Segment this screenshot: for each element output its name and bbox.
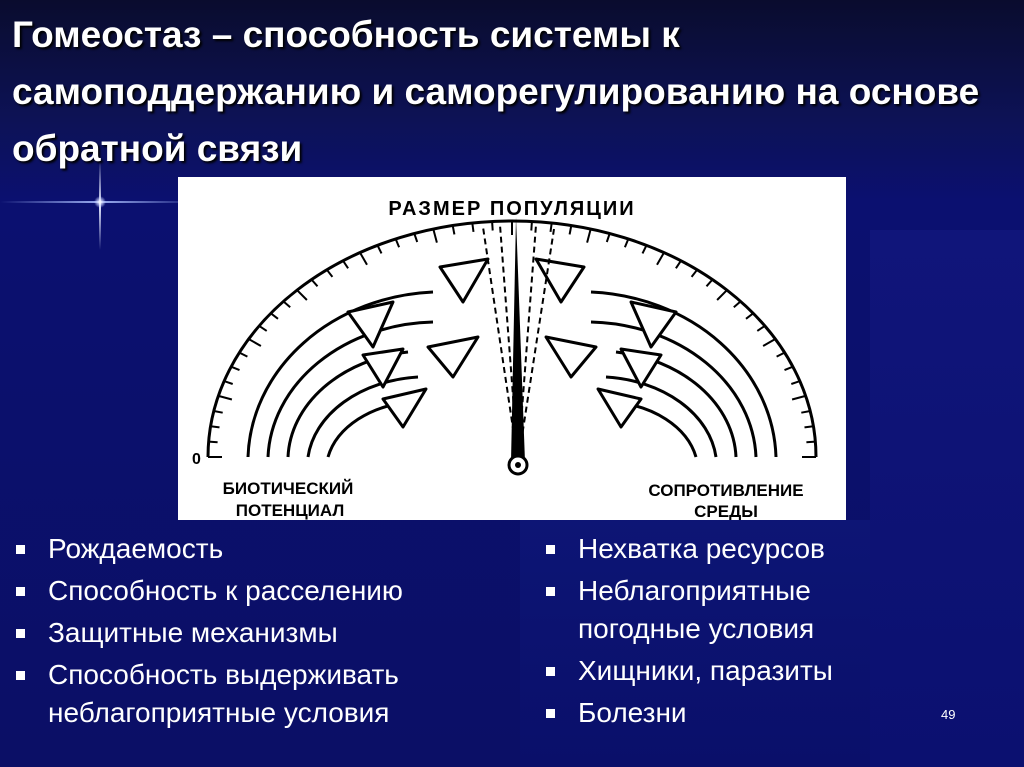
right-arrowhead-1: [536, 259, 584, 302]
list-item: Нехватка ресурсов: [540, 530, 880, 568]
scale-tick: [327, 270, 333, 277]
scale-tick: [707, 280, 713, 287]
environmental-resistance-list: Нехватка ресурсов Неблагоприятные погодн…: [540, 530, 880, 736]
bullet-icon: [546, 709, 555, 718]
scale-tick: [239, 353, 247, 357]
scale-tick: [297, 290, 307, 300]
right-label-line1: СОПРОТИВЛЕНИЕ: [648, 481, 803, 500]
diagram-svg: РАЗМЕР ПОПУЛЯЦИИ 0 БИОТИЧЕСКИЙ ПОТЕНЦИАЛ…: [178, 177, 846, 520]
right-arrowhead-5: [598, 389, 641, 427]
scale-tick: [717, 290, 727, 300]
list-item-text: Защитные механизмы: [48, 617, 338, 648]
scale-tick: [433, 229, 437, 243]
gauge-needle: [511, 217, 525, 462]
left-label-line2: ПОТЕНЦИАЛ: [236, 501, 345, 520]
scale-tick: [801, 411, 810, 413]
scale-tick: [211, 426, 220, 427]
right-arrowhead-4: [621, 349, 661, 387]
scale-tick: [492, 222, 493, 231]
list-item-text: Способность к расселению: [48, 575, 403, 606]
bullet-icon: [16, 587, 25, 596]
background-panel-right: [870, 230, 1024, 767]
scale-tick: [231, 367, 239, 370]
sparkle-icon: [94, 196, 106, 208]
scale-tick: [209, 442, 218, 443]
scale-tick: [414, 234, 417, 243]
list-item-text: Болезни: [578, 697, 687, 728]
list-item-text: Нехватка ресурсов: [578, 533, 825, 564]
scale-tick: [218, 396, 232, 400]
scale-tick: [692, 270, 698, 277]
list-item: Защитные механизмы: [10, 614, 510, 652]
left-arrowhead-3: [428, 337, 478, 377]
list-item-text: Рождаемость: [48, 533, 223, 564]
list-item: Хищники, паразиты: [540, 652, 880, 690]
scale-tick: [360, 253, 367, 265]
left-arrowhead-4: [363, 349, 403, 387]
scale-tick: [312, 280, 318, 287]
left-arrowhead-1: [440, 259, 488, 302]
scale-tick: [249, 339, 261, 346]
title-term: Гомеостаз: [12, 14, 201, 55]
environmental-resistance-arrows: [536, 259, 676, 427]
bullet-icon: [16, 629, 25, 638]
scale-tick: [378, 245, 382, 253]
bullet-icon: [546, 667, 555, 676]
scale-tick: [763, 339, 775, 346]
bullet-icon: [546, 545, 555, 554]
scale-tick: [214, 411, 223, 413]
scale-tick: [734, 301, 741, 307]
slide-title: Гомеостаз – способность системы к самопо…: [12, 6, 1012, 177]
scale-tick: [453, 226, 455, 235]
scale-tick: [570, 226, 572, 235]
scale-tick: [283, 301, 290, 307]
list-item: Рождаемость: [10, 530, 510, 568]
scale-tick: [625, 239, 628, 247]
scale-tick: [259, 326, 267, 331]
list-item-text: Способность выдерживать неблагоприятные …: [48, 659, 399, 728]
scale-tick: [396, 239, 399, 247]
scale-tick: [746, 313, 753, 319]
bullet-icon: [546, 587, 555, 596]
scale-tick: [607, 234, 610, 243]
list-item-text: Неблагоприятные погодные условия: [578, 575, 814, 644]
scale-tick: [806, 442, 815, 443]
biotic-factors-list: Рождаемость Способность к расселению Защ…: [10, 530, 510, 736]
left-arrowhead-5: [383, 389, 426, 427]
list-item: Неблагоприятные погодные условия: [540, 572, 880, 648]
homeostasis-diagram: РАЗМЕР ПОПУЛЯЦИИ 0 БИОТИЧЕСКИЙ ПОТЕНЦИАЛ…: [178, 177, 846, 520]
list-item: Способность выдерживать неблагоприятные …: [10, 656, 510, 732]
scale-tick: [777, 353, 785, 357]
list-item-text: Хищники, паразиты: [578, 655, 833, 686]
bullet-icon: [16, 671, 25, 680]
scale-tick: [531, 222, 532, 231]
needle-pivot-center: [515, 462, 521, 468]
zero-label: 0: [192, 451, 201, 468]
scale-tick: [224, 381, 233, 384]
scale-title: РАЗМЕР ПОПУЛЯЦИИ: [388, 198, 635, 220]
scale-tick: [676, 261, 681, 269]
bullet-icon: [16, 545, 25, 554]
list-item: Болезни: [540, 694, 880, 732]
scale-tick: [271, 313, 278, 319]
scale-tick: [757, 326, 765, 331]
scale-tick: [343, 261, 348, 269]
scale-tick: [657, 253, 664, 265]
right-label-line2: СРЕДЫ: [694, 502, 758, 520]
right-arrowhead-3: [546, 337, 596, 377]
scale-tick: [643, 245, 647, 253]
scale-tick: [587, 229, 591, 243]
left-label-line1: БИОТИЧЕСКИЙ: [223, 479, 354, 498]
scale-tick: [791, 381, 800, 384]
scale-tick: [551, 223, 552, 232]
scale-tick: [792, 396, 806, 400]
list-item: Способность к расселению: [10, 572, 510, 610]
biotic-potential-arrows: [348, 259, 488, 427]
scale-tick: [785, 367, 793, 370]
page-number: 49: [941, 708, 955, 722]
scale-tick: [472, 223, 473, 232]
scale-tick: [805, 426, 814, 427]
